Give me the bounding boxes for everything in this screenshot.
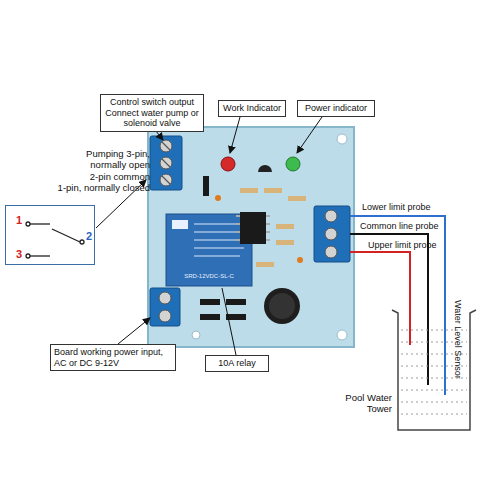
switch-symbol bbox=[26, 222, 84, 258]
terminal-screw bbox=[159, 310, 171, 322]
probe-terminal bbox=[314, 206, 350, 262]
contact-point bbox=[26, 222, 30, 226]
tank-label: Pool Water Tower bbox=[330, 392, 392, 414]
resistor bbox=[256, 262, 274, 267]
probe-label: Common line probe bbox=[360, 221, 480, 232]
pin-note: Pumping 3-pin, normally open bbox=[70, 148, 150, 170]
capacitor-top bbox=[269, 293, 295, 319]
leader-arrow bbox=[230, 117, 240, 153]
resistor bbox=[264, 188, 282, 193]
diode bbox=[200, 299, 220, 305]
circuit-board bbox=[148, 127, 354, 347]
pin-note: 1-pin, normally closed bbox=[30, 182, 150, 193]
common-probe-wire bbox=[350, 234, 428, 385]
water-level bbox=[401, 402, 467, 403]
terminal-screw bbox=[325, 228, 337, 240]
mounting-hole bbox=[192, 331, 200, 339]
red-led bbox=[221, 157, 235, 171]
probe-label: Upper limit probe bbox=[368, 240, 488, 251]
probe-label: Lower limit probe bbox=[362, 202, 482, 213]
resistor bbox=[276, 224, 294, 229]
resistor bbox=[276, 240, 294, 245]
transistor bbox=[258, 165, 272, 172]
ceramic-capacitor bbox=[215, 195, 221, 201]
callout-text: Work Indicator bbox=[222, 103, 282, 114]
mounting-hole bbox=[337, 134, 347, 144]
mounting-hole bbox=[337, 330, 347, 340]
terminal-screw bbox=[325, 210, 337, 222]
callout-box: Board working power input, AC or DC 9-12… bbox=[50, 344, 176, 371]
callout-number: 1 bbox=[16, 214, 22, 226]
contact-point bbox=[80, 240, 84, 244]
terminal-screw bbox=[325, 246, 337, 258]
ceramic-capacitor bbox=[297, 257, 303, 263]
relay-model: SRD-12VDC-SL-C bbox=[168, 272, 250, 280]
relay-logo bbox=[172, 220, 188, 229]
leader-arrow bbox=[118, 318, 150, 344]
contact-line bbox=[30, 223, 50, 224]
ic-chip bbox=[240, 212, 266, 244]
callout-text: Power indicator bbox=[301, 103, 371, 114]
callout-box: Power indicator bbox=[297, 100, 375, 117]
resistor bbox=[240, 188, 258, 193]
callout-box: Work Indicator bbox=[218, 100, 286, 117]
leader-arrow bbox=[297, 117, 322, 153]
pin-note: 2-pin common bbox=[30, 171, 150, 182]
water-level bbox=[401, 390, 467, 391]
callout-box: Control switch output Connect water pump… bbox=[100, 94, 204, 132]
sensor-label: Water Level Sensor bbox=[452, 300, 463, 410]
power-terminal bbox=[150, 288, 180, 326]
water-level bbox=[401, 414, 467, 415]
diode bbox=[226, 299, 246, 305]
capacitor bbox=[264, 288, 300, 324]
callout-text: Control switch output Connect water pump… bbox=[104, 97, 200, 129]
contact-line bbox=[30, 255, 50, 256]
leader-line bbox=[222, 288, 236, 355]
resistor bbox=[288, 196, 306, 201]
water-tank bbox=[392, 310, 476, 430]
callout-number: 2 bbox=[86, 230, 92, 242]
callout-text: 10A relay bbox=[209, 358, 265, 369]
switch-arm bbox=[52, 229, 80, 242]
relay-symbol-box: 1 2 3 bbox=[5, 205, 95, 265]
diode bbox=[203, 176, 209, 196]
callout-number: 3 bbox=[16, 248, 22, 260]
callout-box: 10A relay bbox=[205, 355, 269, 372]
screw-slot bbox=[162, 142, 170, 184]
ic-pins bbox=[236, 216, 270, 240]
contact-point bbox=[26, 254, 30, 258]
upper-probe-wire bbox=[350, 252, 410, 345]
green-led bbox=[286, 157, 300, 171]
terminal-screw bbox=[159, 292, 171, 304]
callout-text: Board working power input, AC or DC 9-12… bbox=[54, 347, 172, 368]
diode bbox=[200, 314, 220, 320]
terminal-block bbox=[150, 136, 182, 190]
